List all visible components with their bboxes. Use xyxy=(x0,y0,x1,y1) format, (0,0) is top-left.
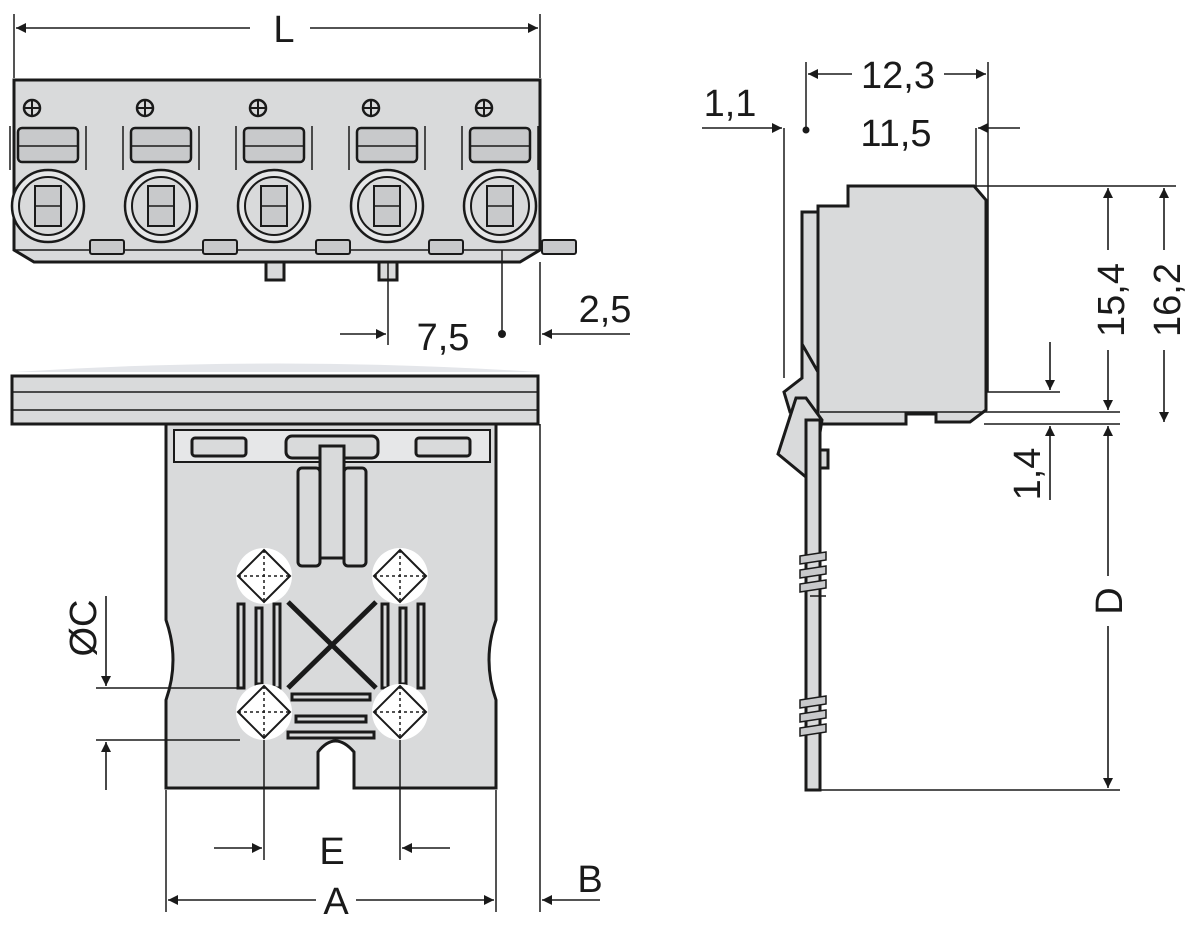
front-poles xyxy=(9,98,577,255)
dim-depth-total: 12,3 xyxy=(805,55,989,392)
dim-label-depth-inner: 11,5 xyxy=(860,113,931,155)
pole-4 xyxy=(348,98,464,255)
pin-rib-3 xyxy=(799,579,827,593)
pin-rib-4 xyxy=(799,695,827,709)
front-view xyxy=(9,78,577,282)
pole-2 xyxy=(122,98,238,255)
dim-label-hole-dia: ØC xyxy=(63,600,105,657)
pin-rib-2 xyxy=(799,565,827,579)
pcb-hole-2 xyxy=(372,548,428,604)
dim-l: L xyxy=(13,9,541,78)
dim-label-hole-spacing: E xyxy=(319,831,344,873)
dim-label-depth-total: 12,3 xyxy=(861,55,935,97)
dim-label-width-b: B xyxy=(577,859,602,901)
pcb-hole-4 xyxy=(372,684,428,740)
pin-ribs xyxy=(799,551,827,737)
dim-label-pitch: 7,5 xyxy=(417,317,470,359)
dim-hole-dia: ØC xyxy=(63,596,240,790)
dim-depth-inner: 11,5 xyxy=(860,113,1020,188)
dim-offset: 2,5 xyxy=(539,262,632,345)
pole-3 xyxy=(235,98,351,255)
bottom-view xyxy=(10,363,540,790)
dim-height-inner: 15,4 xyxy=(976,185,1176,410)
dim-label-l: L xyxy=(273,9,294,51)
dim-label-offset: 2,5 xyxy=(579,289,632,331)
dim-wall: 1,1 xyxy=(702,83,810,378)
dim-hole-spacing: E xyxy=(214,740,450,873)
side-view xyxy=(776,184,1120,792)
dim-flange: 1,4 xyxy=(986,342,1060,500)
pin-rib-1 xyxy=(799,551,827,565)
dim-label-pin-length: D xyxy=(1089,587,1131,614)
dim-label-width-a: A xyxy=(323,881,349,923)
dim-width-a: A xyxy=(165,790,497,923)
pcb-hole-3 xyxy=(236,684,292,740)
pin-rib-5 xyxy=(799,709,827,723)
pole-5 xyxy=(461,98,577,255)
pcb-hole-1 xyxy=(236,548,292,604)
dim-pin-length: D xyxy=(820,426,1131,791)
dim-width-b: B xyxy=(539,424,603,912)
dim-label-wall: 1,1 xyxy=(704,83,757,125)
dim-pitch: 7,5 xyxy=(340,250,506,359)
pin-rib-6 xyxy=(799,723,827,737)
dim-label-flange: 1,4 xyxy=(1007,448,1049,501)
dim-height-total: 16,2 xyxy=(1147,188,1189,422)
dim-label-height-total: 16,2 xyxy=(1147,263,1189,337)
dim-label-height-inner: 15,4 xyxy=(1091,263,1133,337)
pole-1 xyxy=(9,98,125,255)
